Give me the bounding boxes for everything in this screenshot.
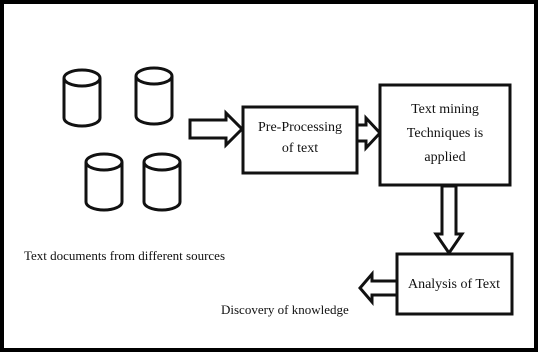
analysis-box: Analysis of Text: [395, 252, 514, 316]
analysis-label: Analysis of Text: [408, 277, 500, 292]
preprocessing-label-line1: Pre-Processing: [258, 120, 342, 135]
mining-label-line2: Techniques is: [407, 126, 483, 141]
arrow-right-icon: [355, 114, 383, 152]
arrow-left-icon: [358, 269, 399, 307]
mining-label-line3: applied: [424, 150, 465, 165]
arrow-right-icon: [188, 109, 245, 149]
database-icon: [84, 152, 124, 212]
arrow-down-icon: [433, 184, 465, 256]
mining-label-line1: Text mining: [411, 102, 479, 117]
text-mining-box: Text mining Techniques is applied: [378, 83, 512, 187]
database-icon: [142, 152, 182, 212]
preprocessing-label-line2: of text: [282, 141, 318, 156]
preprocessing-box: Pre-Processing of text: [241, 105, 359, 175]
database-icon: [134, 66, 174, 126]
source-documents-group: [62, 66, 182, 212]
sources-label: Text documents from different sources: [24, 248, 225, 263]
database-icon: [62, 68, 102, 128]
discovery-label: Discovery of knowledge: [221, 302, 349, 317]
